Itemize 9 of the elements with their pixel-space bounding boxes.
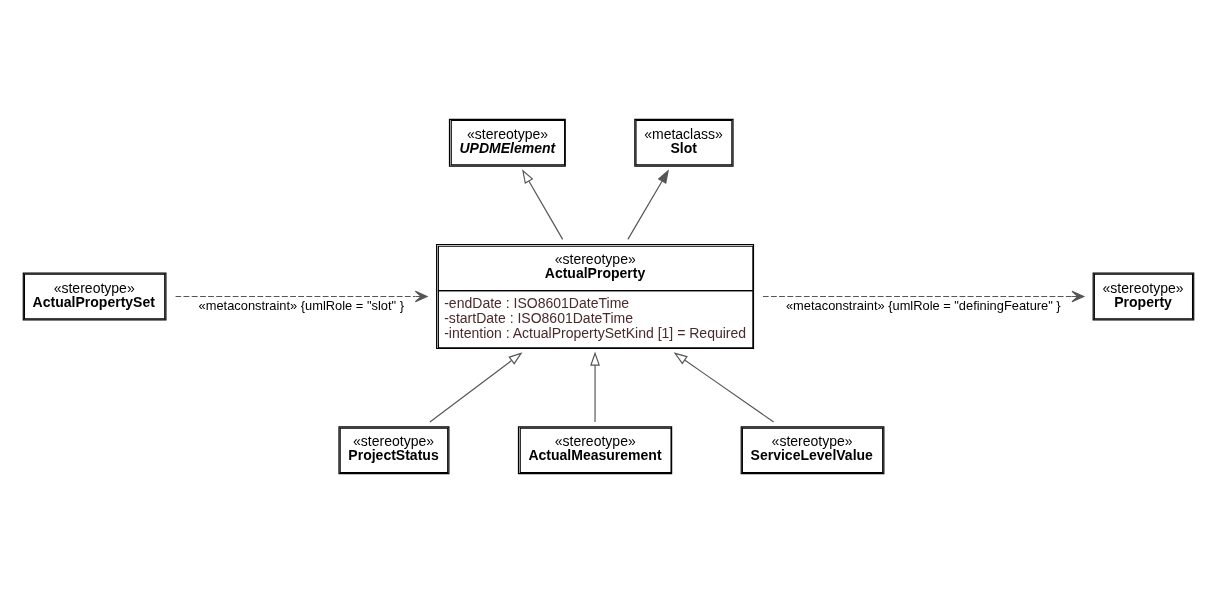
arrow xyxy=(762,290,1085,302)
edge-label: «metaconstraint» {umlRole = "definingFeature" } xyxy=(785,297,1061,313)
edge-label: «metaconstraint» {umlRole = "slot" } xyxy=(198,297,404,313)
arrow xyxy=(627,168,669,240)
arrow xyxy=(522,168,564,240)
arrow xyxy=(673,351,775,423)
arrow xyxy=(174,290,428,302)
arrow xyxy=(590,351,600,423)
arrow xyxy=(429,351,523,423)
